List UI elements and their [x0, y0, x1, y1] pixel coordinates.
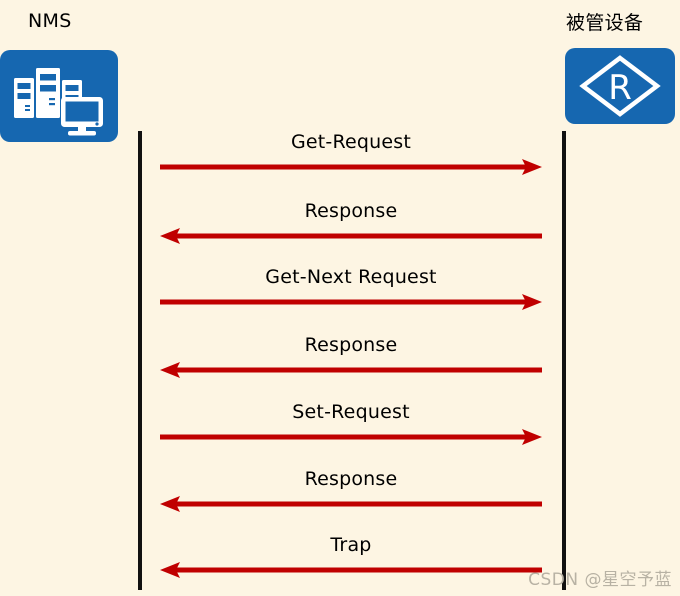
- watermark-text: CSDN @星空予蓝: [528, 570, 672, 590]
- message-label: Trap: [330, 534, 372, 556]
- message-arrow-right: [160, 292, 542, 312]
- server-cluster-icon: [0, 50, 118, 142]
- svg-text:R: R: [608, 68, 632, 108]
- message-row: Response: [160, 200, 542, 246]
- message-arrow-left: [160, 560, 542, 580]
- message-arrow-right: [160, 427, 542, 447]
- message-arrow-left: [160, 226, 542, 246]
- message-label: Response: [304, 468, 398, 490]
- message-row: Response: [160, 468, 542, 514]
- actor-label-device: 被管设备: [566, 12, 644, 34]
- message-row: Get-Request: [160, 131, 542, 177]
- message-label: Get-Next Request: [265, 266, 437, 288]
- message-label: Response: [304, 334, 398, 356]
- message-row: Set-Request: [160, 401, 542, 447]
- message-row: Response: [160, 334, 542, 380]
- message-label: Set-Request: [292, 401, 410, 423]
- message-arrow-left: [160, 360, 542, 380]
- lifeline-device: [562, 131, 566, 590]
- message-label: Get-Request: [290, 131, 412, 153]
- message-arrow-left: [160, 494, 542, 514]
- message-arrow-right: [160, 157, 542, 177]
- message-row: Get-Next Request: [160, 266, 542, 312]
- router-icon: R: [565, 48, 675, 124]
- lifeline-nms: [138, 131, 142, 590]
- message-row: Trap: [160, 534, 542, 580]
- message-label: Response: [304, 200, 398, 222]
- actor-label-nms: NMS: [28, 10, 72, 32]
